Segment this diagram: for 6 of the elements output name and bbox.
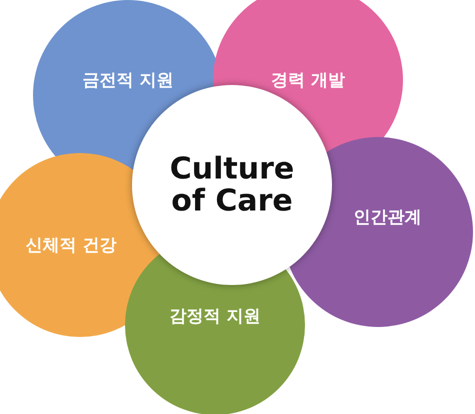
circle-label: 인간관계 [354, 206, 422, 228]
circle-label: Culture of Care [168, 154, 296, 216]
circle-label: 감정적 지원 [170, 306, 260, 328]
circle-label: 금전적 지원 [82, 69, 174, 92]
circle-label: 경력 개발 [271, 70, 345, 92]
circle-label: 신체적 건강 [25, 234, 116, 256]
